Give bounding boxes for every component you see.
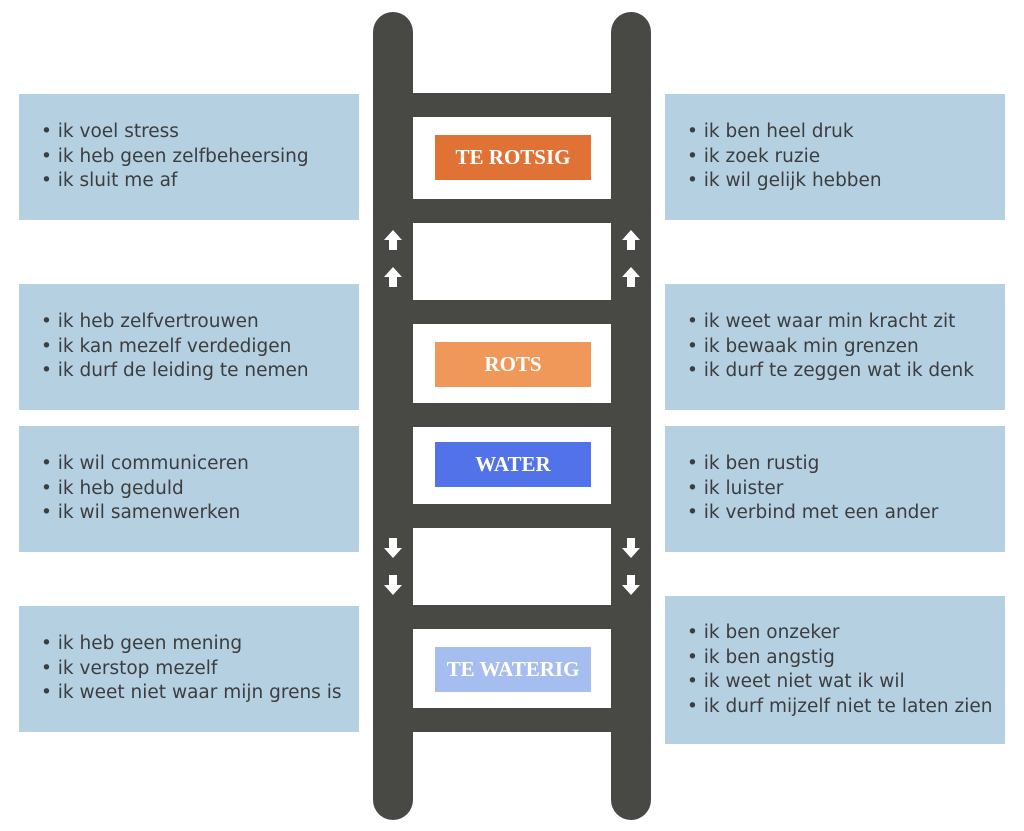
ladder-rail-left — [373, 12, 413, 820]
list-item: ik durf de leiding te nemen — [41, 359, 359, 384]
level-label-te-rotsig: TE ROTSIG — [435, 135, 591, 180]
ladder-rung — [412, 93, 612, 117]
list-item: ik verstop mezelf — [41, 657, 359, 682]
ladder-rung — [412, 504, 612, 528]
arrow-up-icon — [622, 267, 640, 287]
list-item: ik ben onzeker — [687, 621, 1005, 646]
right-box-te-waterig: ik ben onzeker ik ben angstig ik weet ni… — [665, 596, 1005, 744]
left-box-te-rotsig: ik voel stress ik heb geen zelfbeheersin… — [19, 94, 359, 220]
list-item: ik ben angstig — [687, 646, 1005, 671]
arrow-up-icon — [622, 230, 640, 250]
list-item: ik wil communiceren — [41, 452, 359, 477]
list-item: ik heb geen mening — [41, 632, 359, 657]
level-label-rots: ROTS — [435, 342, 591, 387]
list-item: ik verbind met een ander — [687, 501, 1005, 526]
list-item: ik bewaak min grenzen — [687, 335, 1005, 360]
left-box-te-waterig: ik heb geen mening ik verstop mezelf ik … — [19, 606, 359, 732]
right-box-te-rotsig: ik ben heel druk ik zoek ruzie ik wil ge… — [665, 94, 1005, 220]
ladder-rung — [412, 199, 612, 223]
list-item: ik heb zelfvertrouwen — [41, 310, 359, 335]
list-item: ik ben heel druk — [687, 120, 1005, 145]
list-item: ik wil samenwerken — [41, 501, 359, 526]
list-item: ik sluit me af — [41, 169, 359, 194]
level-label-te-waterig: TE WATERIG — [435, 647, 591, 692]
list-item: ik wil gelijk hebben — [687, 169, 1005, 194]
list-item: ik weet niet waar mijn grens is — [41, 681, 359, 706]
ladder-rung — [412, 403, 612, 427]
left-box-water: ik wil communiceren ik heb geduld ik wil… — [19, 426, 359, 552]
arrow-down-icon — [384, 575, 402, 595]
arrow-up-icon — [384, 267, 402, 287]
arrow-down-icon — [622, 538, 640, 558]
ladder-rung — [412, 300, 612, 324]
level-label-water: WATER — [435, 442, 591, 487]
ladder-rung — [412, 605, 612, 629]
list-item: ik luister — [687, 477, 1005, 502]
list-item: ik kan mezelf verdedigen — [41, 335, 359, 360]
arrow-down-icon — [384, 538, 402, 558]
list-item: ik durf mijzelf niet te laten zien — [687, 695, 1005, 720]
list-item: ik ben rustig — [687, 452, 1005, 477]
list-item: ik weet niet wat ik wil — [687, 670, 1005, 695]
arrow-up-icon — [384, 230, 402, 250]
arrow-down-icon — [622, 575, 640, 595]
right-box-water: ik ben rustig ik luister ik verbind met … — [665, 426, 1005, 552]
list-item: ik weet waar min kracht zit — [687, 310, 1005, 335]
ladder-rail-right — [611, 12, 651, 820]
list-item: ik voel stress — [41, 120, 359, 145]
list-item: ik durf te zeggen wat ik denk — [687, 359, 1005, 384]
ladder-rung — [412, 708, 612, 732]
right-box-rots: ik weet waar min kracht zit ik bewaak mi… — [665, 284, 1005, 410]
list-item: ik zoek ruzie — [687, 145, 1005, 170]
left-box-rots: ik heb zelfvertrouwen ik kan mezelf verd… — [19, 284, 359, 410]
list-item: ik heb geen zelfbeheersing — [41, 145, 359, 170]
list-item: ik heb geduld — [41, 477, 359, 502]
